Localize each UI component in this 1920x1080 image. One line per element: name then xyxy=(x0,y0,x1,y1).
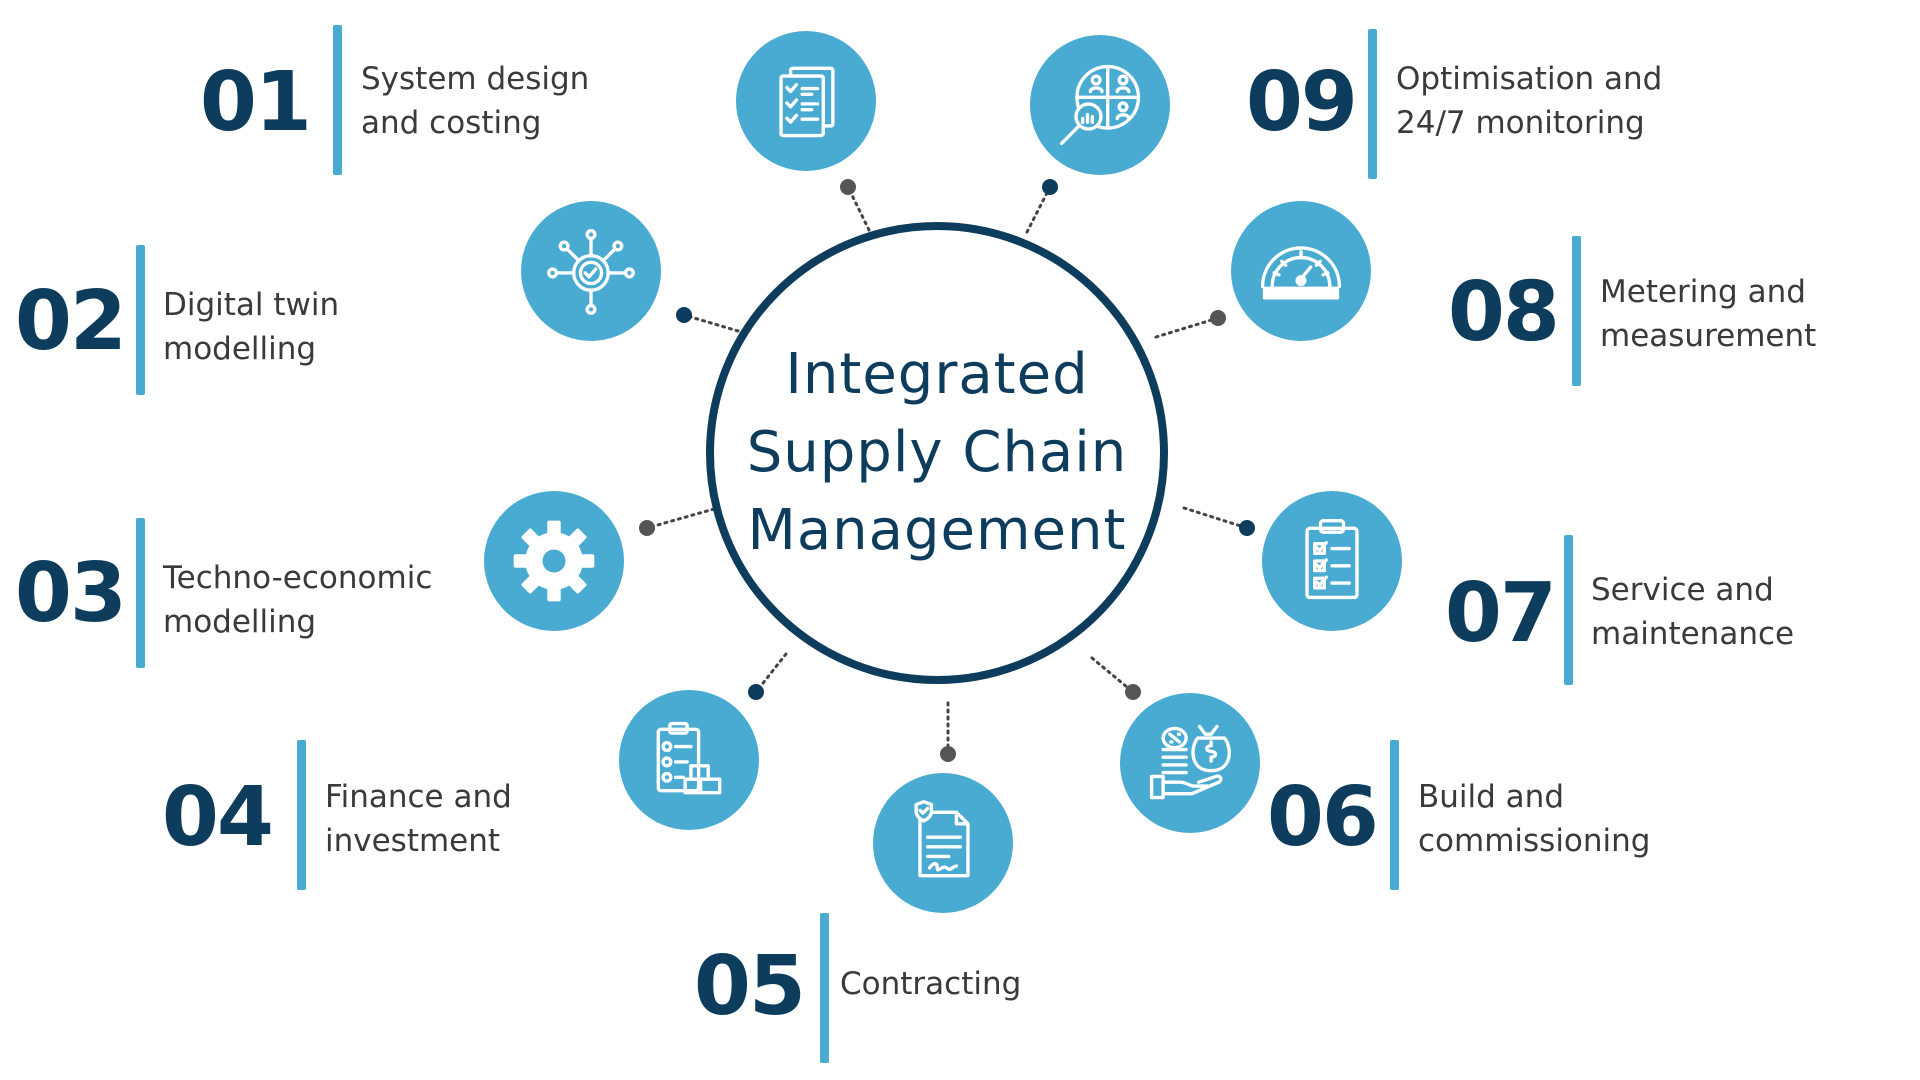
connector-04-dot xyxy=(748,684,764,700)
step-08-number: 08 xyxy=(1447,265,1560,360)
checklist-documents-icon xyxy=(736,31,876,171)
step-02-bar xyxy=(136,245,145,395)
step-09-bar xyxy=(1368,29,1377,179)
gauge-meter-icon xyxy=(1231,201,1371,341)
connector-01-line xyxy=(846,185,871,232)
clipboard-boxes-icon xyxy=(619,690,759,830)
gear-icon xyxy=(484,491,624,631)
step-07-bar xyxy=(1564,535,1573,685)
step-01-number: 01 xyxy=(199,55,312,150)
connector-03-dot xyxy=(639,520,655,536)
hand-money-bag-icon xyxy=(1120,693,1260,833)
step-08-bar xyxy=(1572,236,1581,386)
step-07-number: 07 xyxy=(1444,566,1557,661)
center-title: Integrated Supply Chain Management xyxy=(746,342,1128,563)
step-03-bar xyxy=(136,518,145,668)
connector-05-dot xyxy=(940,746,956,762)
connector-07-line xyxy=(1182,506,1249,530)
step-01-bar xyxy=(333,25,342,175)
connector-01-dot xyxy=(840,179,856,195)
step-09-number: 09 xyxy=(1245,55,1358,150)
connector-03-line xyxy=(645,507,716,530)
step-05-bar xyxy=(820,913,829,1063)
connector-09-dot xyxy=(1042,179,1058,195)
connector-06-dot xyxy=(1125,684,1141,700)
step-06-number: 06 xyxy=(1266,770,1379,865)
center-circle: Integrated Supply Chain Management xyxy=(706,222,1168,684)
step-03-number: 03 xyxy=(14,546,127,641)
signed-contract-icon xyxy=(873,773,1013,913)
step-05-number: 05 xyxy=(693,939,806,1034)
connector-08-dot xyxy=(1210,310,1226,326)
connector-02-line xyxy=(682,313,740,333)
checklist-clipboard-icon xyxy=(1262,491,1402,631)
connector-02-dot xyxy=(676,307,692,323)
connector-09-line xyxy=(1025,185,1052,234)
connector-04-line xyxy=(754,652,788,694)
connector-06-line xyxy=(1090,656,1135,694)
magnifier-analytics-icon xyxy=(1030,35,1170,175)
step-02-number: 02 xyxy=(14,274,127,369)
step-06-bar xyxy=(1390,740,1399,890)
step-04-bar xyxy=(297,740,306,890)
step-04-number: 04 xyxy=(161,770,274,865)
network-gear-check-icon xyxy=(521,201,661,341)
step-05-label: Contracting xyxy=(840,966,1022,1002)
connector-08-line xyxy=(1154,316,1220,339)
connector-07-dot xyxy=(1239,520,1255,536)
